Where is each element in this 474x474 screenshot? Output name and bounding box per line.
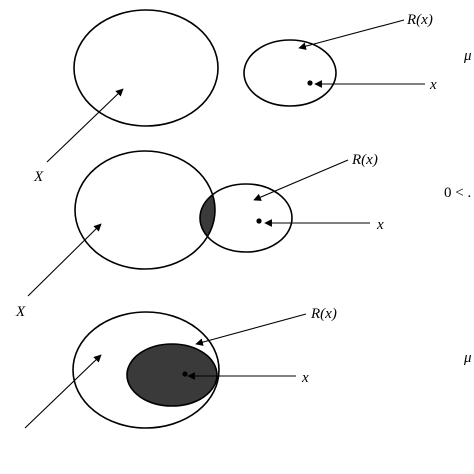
set-x-label: X <box>15 304 26 320</box>
point-x-dot <box>307 80 313 86</box>
neighborhood-ellipse <box>199 183 293 253</box>
neighborhood-label: R(x) <box>406 12 433 28</box>
point-x-label: x <box>376 217 384 233</box>
set-x-leader <box>27 223 102 297</box>
point-x-dot <box>256 218 262 224</box>
neighborhood-label: R(x) <box>310 306 337 322</box>
neighborhood-leader <box>253 159 349 201</box>
set-x-leader <box>24 354 102 429</box>
set-x-leader <box>46 88 124 163</box>
set-x-ellipse <box>74 150 216 270</box>
point-x-dot <box>182 371 188 377</box>
edge-text: 0 < . <box>444 185 471 201</box>
panel-partial-overlap: X R(x) x 0 < . <box>15 150 471 320</box>
neighborhood-ellipse <box>243 39 337 107</box>
set-x-label: X <box>33 169 44 185</box>
set-x-ellipse <box>73 9 219 127</box>
panel-disjoint: X R(x) x μ <box>33 9 472 185</box>
neighborhood-leader <box>195 313 307 346</box>
neighborhood-region <box>126 343 218 407</box>
neighborhood-label: R(x) <box>351 152 378 168</box>
set-x-ellipse <box>72 311 220 429</box>
edge-text: μ <box>463 48 472 64</box>
point-x-label: x <box>301 370 309 386</box>
panel-contained: R(x) x μ <box>24 306 472 429</box>
point-x-label: x <box>429 77 437 93</box>
neighborhood-leader <box>298 19 405 50</box>
edge-text: μ <box>463 350 472 366</box>
